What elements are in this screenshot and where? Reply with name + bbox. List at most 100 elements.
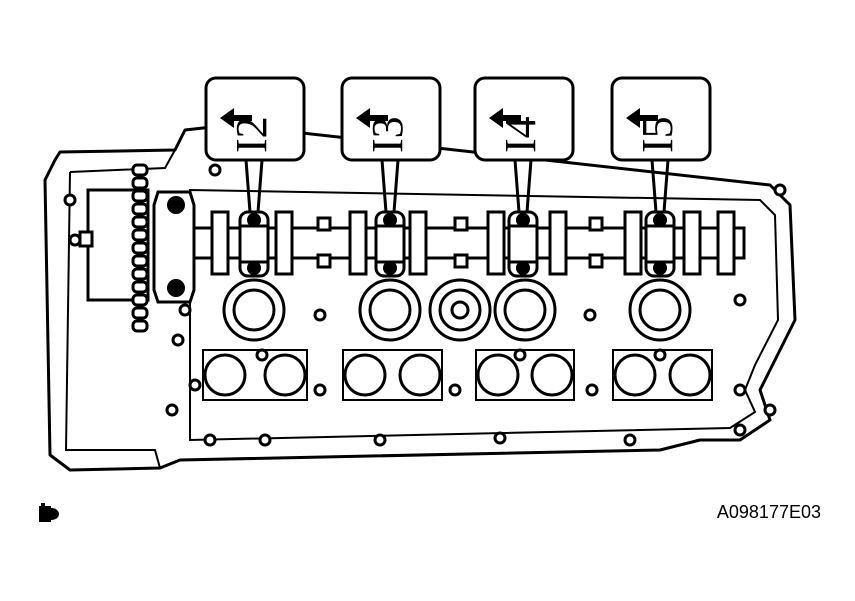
valve	[398, 353, 442, 397]
callout-box	[204, 76, 306, 162]
cylinder-head-outline	[43, 123, 797, 472]
cam-lobe	[274, 210, 294, 276]
callout-leader	[513, 158, 533, 214]
chain-link	[131, 293, 149, 307]
bore-center	[450, 300, 470, 320]
head-inner-edge	[189, 188, 780, 442]
callout-leader	[380, 158, 400, 214]
chain-link	[131, 215, 149, 229]
bore	[493, 278, 557, 342]
chain-link	[131, 254, 149, 268]
cap-bolt-top	[247, 213, 261, 227]
bearing-cap-band	[374, 224, 406, 264]
bolt-hole	[448, 383, 462, 397]
chain-link	[131, 228, 149, 242]
cap-bolt-bottom	[516, 261, 530, 275]
chain-link	[131, 189, 149, 203]
bore-inner	[503, 288, 547, 332]
bolt-hole	[63, 193, 77, 207]
bolt-hole	[313, 308, 327, 322]
valve-pair	[202, 349, 308, 401]
valve-pair	[475, 349, 575, 401]
cam-lobe	[210, 210, 230, 276]
arrow-left-icon	[356, 108, 388, 128]
cylinder-head-inner-outline	[64, 149, 176, 469]
bearing-cap-band	[644, 224, 676, 264]
bolt-hole	[373, 433, 387, 447]
bolt-hole	[773, 183, 787, 197]
valve-pair	[612, 349, 713, 401]
bore-inner	[232, 288, 276, 332]
cam-lobe	[716, 210, 736, 276]
bore	[628, 278, 692, 342]
sealant-icon	[39, 503, 59, 522]
bearing-cap-i5	[644, 210, 676, 278]
chain-link	[131, 241, 149, 255]
cap-bolt-top	[383, 213, 397, 227]
cam-lobe	[623, 210, 643, 276]
bolt-hole	[513, 348, 527, 362]
chain-link	[131, 280, 149, 294]
bearing-cap-i3	[374, 210, 406, 278]
cap-bolt-bottom	[247, 261, 261, 275]
bore	[222, 278, 286, 342]
bearing-cap-i2	[238, 210, 270, 278]
bearing-cap-band	[507, 224, 539, 264]
bolt-hole	[188, 378, 202, 392]
valve	[613, 353, 657, 397]
bracket-bolt-bottom	[167, 279, 185, 297]
cam-lobes	[210, 210, 736, 276]
arrow-left-icon	[489, 108, 521, 128]
chain-link	[131, 163, 149, 177]
bolt-hole	[733, 293, 747, 307]
valves	[202, 349, 713, 401]
bolt-holes	[63, 163, 787, 447]
callout-leader	[244, 158, 264, 214]
valve-pocket	[202, 349, 308, 401]
figure-code: A098177E03	[716, 502, 821, 522]
bores	[222, 278, 692, 342]
arrow-left-icon	[626, 108, 658, 128]
cam-lobe	[348, 210, 368, 276]
bore	[428, 278, 492, 342]
bore-inner	[638, 288, 682, 332]
bolt-hole	[733, 423, 747, 437]
bolt-hole	[653, 348, 667, 362]
bolt-hole	[203, 433, 217, 447]
callout-box	[340, 76, 442, 162]
valve	[203, 353, 247, 397]
valve	[343, 353, 387, 397]
bore	[358, 278, 422, 342]
callout-i4: I4	[473, 76, 575, 214]
callout-leader	[650, 158, 670, 214]
timing-housing-boss	[78, 230, 94, 248]
chain-link	[131, 202, 149, 216]
bearing-cap-i4	[507, 210, 539, 278]
callout-box	[610, 76, 712, 162]
bolt-hole	[255, 348, 269, 362]
journal-tab	[316, 216, 332, 232]
chain-link	[131, 306, 149, 320]
chain-link	[131, 319, 149, 333]
bolt-hole	[583, 308, 597, 322]
bearing-caps	[238, 210, 676, 278]
cam-lobe	[408, 210, 428, 276]
callout-label: I3	[363, 116, 412, 153]
bolt-hole	[733, 383, 747, 397]
cap-bolt-bottom	[653, 261, 667, 275]
arrow-left-icon	[220, 108, 252, 128]
bore-inner	[368, 288, 412, 332]
journal-tab	[453, 216, 469, 232]
valve-pocket	[342, 349, 443, 401]
callout-label: I5	[633, 116, 682, 153]
callout-label: I2	[227, 116, 276, 153]
valve	[668, 353, 712, 397]
callouts: I2 I3 I4 I5	[204, 76, 712, 214]
callout-i3: I3	[340, 76, 442, 214]
journal-tab	[453, 253, 469, 269]
cam-lobe	[486, 210, 506, 276]
sprocket-bracket	[152, 190, 196, 304]
bolt-hole	[585, 383, 599, 397]
bolt-hole	[763, 403, 777, 417]
